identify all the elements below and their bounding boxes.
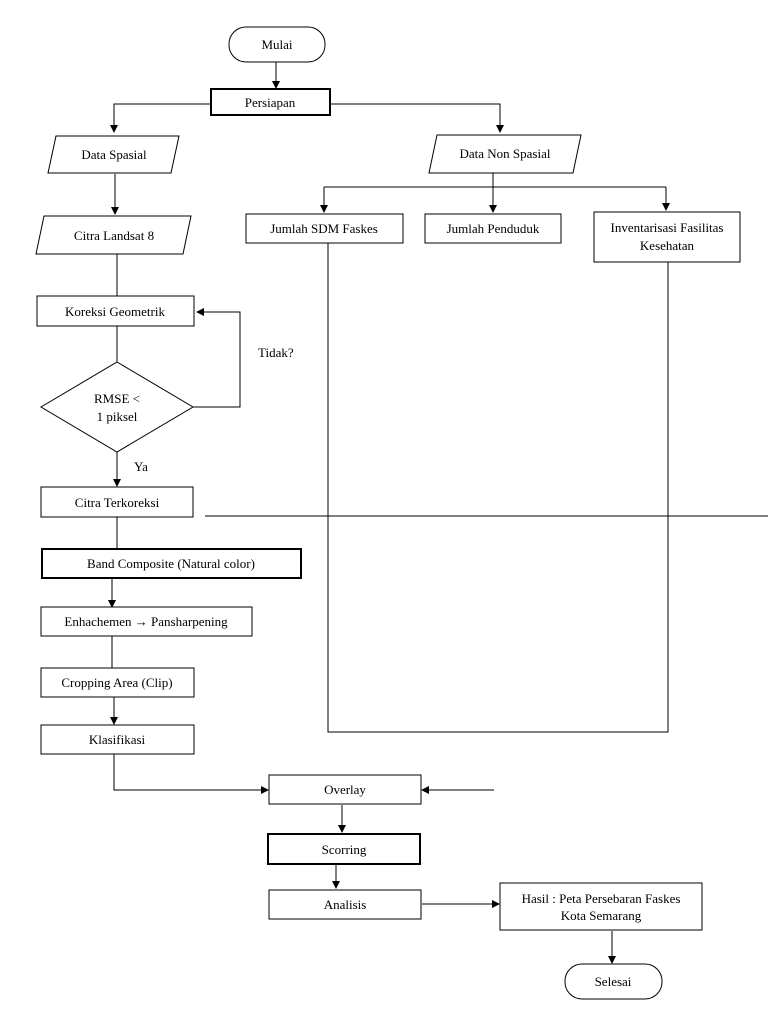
overlay-label: Overlay	[324, 782, 366, 797]
label-no: Tidak?	[258, 345, 294, 360]
geo-correction-label: Koreksi Geometrik	[65, 304, 166, 319]
inventory-process: Inventarisasi Fasilitas Kesehatan	[593, 211, 741, 263]
non-spatial-label: Data Non Spasial	[460, 146, 551, 161]
connectors	[108, 62, 768, 964]
spatial-label: Data Spasial	[81, 147, 147, 162]
band-composite-process: Band Composite (Natural color)	[41, 548, 302, 579]
spatial-data-input: Data Spasial	[47, 135, 180, 174]
band-composite-label: Band Composite (Natural color)	[87, 556, 255, 571]
arrow-loop-back-no	[193, 308, 241, 408]
scoring-process: Scorring	[267, 833, 421, 865]
result-output: Hasil : Peta Persebaran Faskes Kota Sema…	[499, 882, 703, 931]
overlay-process: Overlay	[268, 774, 422, 805]
population-process: Jumlah Penduduk	[424, 213, 562, 244]
classification-label: Klasifikasi	[89, 732, 146, 747]
sdm-process: Jumlah SDM Faskes	[245, 213, 404, 244]
end-label: Selesai	[595, 974, 632, 989]
line-nonspatial-bracket	[327, 243, 669, 733]
enhancement-process: Enhachemen → Pansharpening	[40, 606, 253, 637]
result-line-1: Hasil : Peta Persebaran Faskes	[522, 891, 681, 906]
corrected-image-process: Citra Terkoreksi	[40, 486, 194, 518]
arrow-prep-to-spatial	[110, 103, 211, 133]
start-label: Mulai	[261, 37, 292, 52]
label-yes: Ya	[134, 459, 148, 474]
classification-process: Klasifikasi	[40, 724, 195, 755]
result-line-2: Kota Semarang	[561, 908, 642, 923]
enhancement-label: Enhachemen → Pansharpening	[64, 614, 228, 629]
arrow-classification-to-overlay	[113, 754, 269, 794]
prep-label: Persiapan	[245, 95, 296, 110]
cropping-process: Cropping Area (Clip)	[40, 667, 195, 698]
arrow-prep-to-nonspatial	[330, 103, 504, 133]
non-spatial-data-input: Data Non Spasial	[428, 134, 582, 174]
rmse-decision: RMSE < 1 piksel	[40, 361, 194, 453]
analysis-label: Analisis	[324, 897, 367, 912]
geo-correction-process: Koreksi Geometrik	[36, 295, 195, 327]
analysis-process: Analisis	[268, 889, 422, 920]
inventory-line-2: Kesehatan	[640, 238, 695, 253]
decision-line-2: 1 piksel	[97, 409, 138, 424]
sdm-label: Jumlah SDM Faskes	[270, 221, 378, 236]
landsat-label: Citra Landsat 8	[74, 228, 154, 243]
inventory-line-1: Inventarisasi Fasilitas	[610, 220, 723, 235]
start-node: Mulai	[228, 26, 326, 63]
landsat-input: Citra Landsat 8	[35, 215, 192, 255]
decision-line-1: RMSE <	[94, 391, 140, 406]
scoring-label: Scorring	[322, 842, 367, 857]
end-node: Selesai	[564, 963, 663, 1000]
population-label: Jumlah Penduduk	[447, 221, 540, 236]
corrected-label: Citra Terkoreksi	[75, 495, 160, 510]
cropping-label: Cropping Area (Clip)	[61, 675, 172, 690]
prep-process: Persiapan	[210, 88, 331, 116]
